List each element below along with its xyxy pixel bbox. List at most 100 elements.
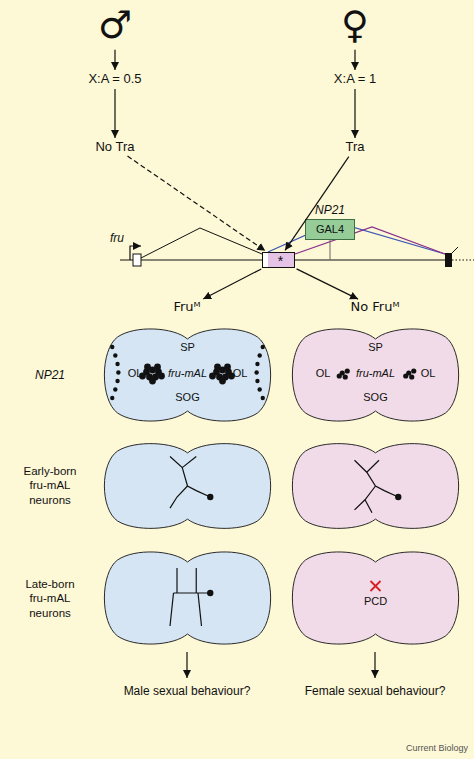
neurite [198, 593, 202, 626]
neurite [176, 568, 177, 593]
neuron-soma [207, 590, 213, 596]
gene-name: fru [110, 231, 140, 246]
neurite [170, 486, 188, 508]
brain-drawing [104, 552, 270, 644]
cell-body [116, 370, 120, 374]
cell-death-cross [371, 581, 381, 591]
flow-arrow [114, 89, 115, 138]
node-text: X:A = 1 [305, 72, 405, 87]
ratio-text: X:A = 0.5 [65, 72, 165, 87]
first-exon [133, 254, 141, 266]
female-splice-line [268, 222, 445, 254]
node-text: Tra [310, 140, 400, 155]
ratio-text: X:A = 1 [305, 72, 405, 87]
neurite [182, 457, 196, 468]
node-text: ♀ [330, 4, 380, 48]
brain-shape [292, 444, 458, 529]
cell-body [209, 373, 216, 380]
cell-body [255, 379, 259, 383]
node-text: ♂ [90, 4, 140, 48]
neurite [367, 460, 379, 472]
cell-body [403, 373, 408, 378]
male-symbol: ♂ [90, 4, 140, 48]
cell-body [337, 373, 342, 378]
cell-body [144, 364, 151, 371]
insertion-line [330, 240, 331, 260]
cell-body [149, 378, 156, 385]
cell-body [110, 396, 114, 400]
neurite [170, 593, 174, 626]
node-text: SP [180, 341, 195, 353]
node-text: Fruᴹ [142, 300, 232, 315]
last-exon [445, 253, 452, 267]
neurite [170, 457, 210, 497]
flow-arrow [354, 50, 355, 70]
node-text: SOG [175, 391, 199, 403]
cell-body [261, 396, 265, 400]
neurite [196, 568, 197, 593]
brain-shape [292, 329, 458, 421]
row-label: NP21 [20, 368, 80, 383]
dashed-arrow [127, 156, 265, 251]
brain-drawing [104, 444, 270, 529]
female-symbol: ♀ [330, 4, 380, 48]
cell-body [411, 368, 416, 373]
exon-tick [452, 247, 458, 253]
cell-body [113, 387, 117, 391]
brain-shape [292, 552, 458, 644]
splice-line [141, 228, 262, 258]
female-brain: PCD [288, 548, 463, 648]
protein-text: Fruᴹ [142, 300, 232, 315]
node-text: fru-mAL [168, 367, 207, 379]
cell-body [255, 362, 259, 366]
neuron-soma [207, 494, 213, 500]
regulator-text: Tra [310, 140, 400, 155]
node-text: SOG [363, 391, 387, 403]
cell-body [158, 373, 165, 380]
outcome-arrow [374, 652, 375, 678]
brain-shape [104, 552, 270, 644]
node-text: fru-mAL [356, 367, 395, 379]
row-label: Late-born fru-mAL neurons [18, 577, 82, 620]
cell-body [343, 374, 348, 379]
protein-text: No Fruᴹ [320, 300, 430, 315]
node-text: OL [233, 367, 248, 379]
neurite [174, 592, 211, 593]
flow-arrow [203, 269, 261, 299]
gene-continuation [452, 260, 474, 261]
node-text: SP [368, 341, 383, 353]
node-text: GAL4 [306, 220, 354, 239]
neuron-soma [395, 494, 401, 500]
node-text: No Fruᴹ [320, 300, 430, 315]
cell-body [115, 379, 119, 383]
cell-body [219, 378, 226, 385]
cell-body [214, 364, 221, 371]
node-text: X:A = 0.5 [65, 72, 165, 87]
cell-body [261, 345, 265, 349]
promoter-arrow [130, 246, 141, 260]
outcome-text: Male sexual behaviour? [107, 684, 267, 699]
node-text: PCD [364, 595, 387, 607]
flow-arrow [114, 50, 115, 70]
sex-specific-exon: * [262, 252, 295, 268]
cell-body [257, 353, 261, 357]
node-text: NP21 [315, 203, 345, 217]
flow-arrow [297, 269, 358, 299]
outcome-text: Female sexual behaviour? [290, 684, 460, 699]
cell-body [345, 368, 350, 373]
cell-body [110, 345, 114, 349]
node-text: OL [316, 367, 331, 379]
row-label: Early-born fru-mAL neurons [18, 464, 82, 507]
node-text: OL [128, 367, 143, 379]
brain-shape [104, 444, 270, 529]
node-text: OL [421, 367, 436, 379]
cell-body [224, 364, 231, 371]
male-brain: SP OL fru-mAL OL SOG [100, 325, 275, 425]
brain-drawing [292, 444, 458, 529]
outcome-arrow [186, 652, 187, 678]
gal4-insertion: NP21GAL4 [305, 219, 355, 240]
flow-arrow [354, 89, 355, 138]
neurite [355, 460, 399, 497]
node-text: * [263, 253, 294, 270]
